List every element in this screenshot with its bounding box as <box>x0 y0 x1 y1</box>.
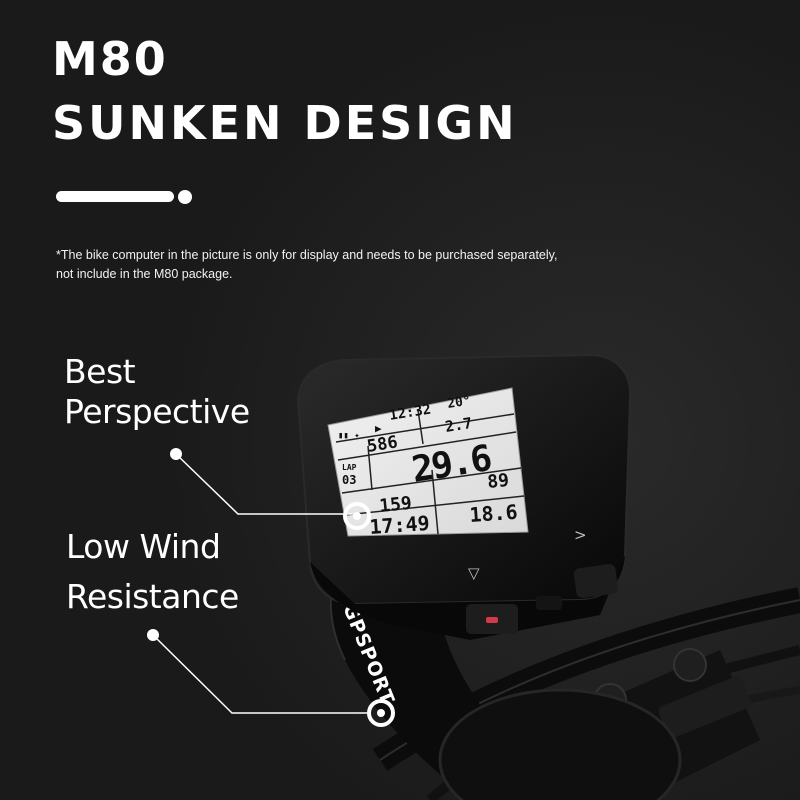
feature-low-wind-resistance: Low Wind Resistance <box>66 527 239 617</box>
disclaimer-note: *The bike computer in the picture is onl… <box>56 246 656 284</box>
callout-wind-resistance <box>147 629 395 727</box>
feature-line: Best <box>64 352 136 391</box>
feature-line: Resistance <box>66 577 239 616</box>
feature-line: Low Wind <box>66 527 221 566</box>
model-title: M80 <box>52 32 168 86</box>
lcd-screen: ▮▮ ✦ ▶ 12:32 20° 2.7 586 29.6 LAP 03 89 … <box>327 387 529 539</box>
bike-computer: ▽ > ▮▮ ✦ ▶ 12:32 20° 2.7 586 <box>296 353 632 640</box>
callout-target-ring <box>367 699 395 727</box>
lcd-temperature: 20° <box>446 393 472 411</box>
handlebar-clamp <box>440 690 680 800</box>
lcd-grade: 2.7 <box>444 414 474 436</box>
down-arrow-icon: ▽ <box>468 564 480 582</box>
disclaimer-line-1: *The bike computer in the picture is onl… <box>56 248 558 262</box>
lcd-timer: 17:49 <box>369 511 431 539</box>
lcd-cadence: 89 <box>486 470 510 493</box>
button-red-mark <box>486 617 498 623</box>
disclaimer-line-2: not include in the M80 package. <box>56 267 233 281</box>
feature-line: Perspective <box>64 392 250 431</box>
lcd-distance: 18.6 <box>469 500 519 527</box>
lcd-time: 12:32 <box>388 402 432 424</box>
callout-target-ring <box>343 502 371 530</box>
signal-icon: ▮▮ ✦ <box>338 431 360 441</box>
accent-dot <box>178 190 192 204</box>
accent-bar <box>56 191 174 202</box>
lcd-heart-rate: 159 <box>378 493 413 517</box>
side-button[interactable] <box>573 563 619 599</box>
feature-best-perspective: Best Perspective <box>64 352 250 432</box>
right-arrow-icon: > <box>574 526 587 544</box>
lcd-lap-label: LAP <box>342 463 357 472</box>
lcd-altitude: 586 <box>366 432 399 457</box>
play-icon: ▶ <box>375 422 382 435</box>
subtitle: SUNKEN DESIGN <box>52 96 518 150</box>
lcd-lap-value: 03 <box>342 473 356 487</box>
callout-perspective <box>170 448 371 530</box>
